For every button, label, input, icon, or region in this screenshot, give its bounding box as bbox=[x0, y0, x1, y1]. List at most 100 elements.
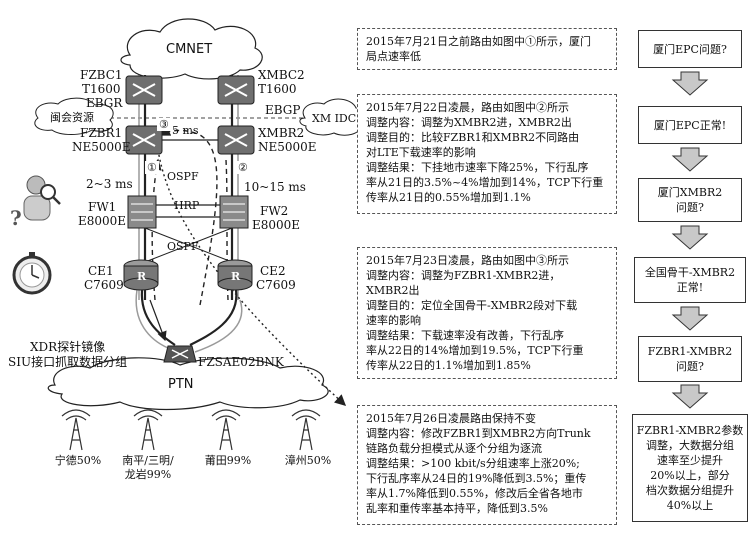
note-line: 调整内容：调整为XMBR2进，XMBR2出 bbox=[366, 116, 572, 129]
flow-step-6: FZBR1-XMBR2参数 调整，大数据分组 速率至少提升 20%以上，部分 档… bbox=[632, 414, 748, 522]
note-july23: 2015年7月23日凌晨，路由如图中③所示 调整内容：调整为FZBR1-XMBR… bbox=[357, 247, 617, 379]
note-line: 局点速率低 bbox=[366, 50, 421, 63]
tower-zhangzhou bbox=[291, 409, 321, 451]
flow-text: 正常! bbox=[676, 281, 704, 294]
ce2-label: CE2 bbox=[260, 264, 286, 278]
resource-cloud bbox=[34, 97, 114, 135]
circle2-marker: ② bbox=[236, 161, 250, 174]
device-xmbc2 bbox=[217, 75, 255, 105]
note-line: 2015年7月21日之前路由如图中①所示，厦门 bbox=[366, 35, 591, 48]
ospf-bottom-label: OSPF bbox=[167, 240, 199, 253]
device-ce1 bbox=[123, 259, 159, 291]
latency-top-label: 5 ms bbox=[172, 124, 199, 137]
ce-to-sae-arrow bbox=[149, 299, 167, 342]
note-line: 传率从21日的0.55%增加到1.1% bbox=[366, 191, 531, 204]
fzsae-label: FZSAE02BNK bbox=[198, 355, 284, 369]
flow-step-3: 厦门XMBR2 问题? bbox=[638, 178, 742, 222]
flow-step-5: FZBR1-XMBR2 问题? bbox=[638, 336, 742, 382]
note-line: 调整目的：比较FZBR1和XMBR2不同路由 bbox=[366, 131, 580, 144]
fzbc1-label: FZBC1 bbox=[80, 68, 123, 82]
flow-text: 调整，大数据分组 bbox=[646, 439, 734, 452]
cmnet-cloud bbox=[120, 18, 263, 80]
xmbr2-label: XMBR2 bbox=[258, 126, 305, 140]
xmbc2-label: XMBC2 bbox=[258, 68, 305, 82]
note-line: 链路负载分担模式从逐个分组为逐流 bbox=[366, 442, 542, 455]
flow-text: 问题? bbox=[676, 201, 704, 214]
ce2-model: C7609 bbox=[256, 278, 296, 292]
latency-right-label: 10~15 ms bbox=[244, 180, 306, 194]
note-line: 率从22日的14%增加到19.5%，TCP下行重 bbox=[366, 344, 584, 357]
flow-text: 速率至少提升 bbox=[657, 454, 723, 467]
device-fzsae02bnk bbox=[163, 345, 197, 363]
flow-step-4: 全国骨干-XMBR2 正常! bbox=[634, 257, 746, 303]
device-fw2 bbox=[219, 195, 249, 229]
cmnet-label: CMNET bbox=[166, 42, 213, 57]
note-line: 速率的影响 bbox=[366, 314, 421, 327]
xdr-line1: XDR探针镜像 bbox=[30, 340, 106, 354]
site-putian: 莆田99% bbox=[204, 454, 252, 467]
note-line: 调整内容：调整为FZBR1-XMBR2进， bbox=[366, 269, 561, 282]
flow-text: FZBR1-XMBR2参数 bbox=[636, 424, 744, 437]
svg-text:?: ? bbox=[10, 206, 22, 230]
note-line: 率从1.7%降低到0.55%，修改后全省各地市 bbox=[366, 487, 583, 500]
note-line: 对LTE下载速率的影响 bbox=[366, 146, 476, 159]
device-fw1 bbox=[127, 195, 157, 229]
device-ce2 bbox=[217, 259, 253, 291]
note-line: XMBR2出 bbox=[366, 284, 420, 297]
stopwatch-icon bbox=[12, 252, 52, 295]
flow-text: 厦门XMBR2 bbox=[657, 186, 723, 199]
note-line: 乱率和重传率基本持平，降低到3.5% bbox=[366, 502, 548, 515]
site-ningde: 宁德50% bbox=[54, 454, 102, 467]
flow-text: 20%以上，部分 bbox=[650, 469, 730, 482]
note-july26: 2015年7月26日凌晨路由保持不变 调整内容：修改FZBR1到XMBR2方向T… bbox=[357, 405, 617, 525]
fzbc1-model: T1600 bbox=[82, 82, 121, 96]
note-line: 调整结果：下挂地市速率下降25%，下行乱序 bbox=[366, 161, 589, 174]
note-line: 调整结果：>100 kbit/s分组速率上涨20%; bbox=[366, 457, 580, 470]
tower-ningde bbox=[61, 409, 91, 451]
device-fzbr1 bbox=[125, 125, 163, 155]
fw1-model: E8000E bbox=[78, 214, 127, 228]
flow-text: 档次数据分组提升 bbox=[646, 484, 734, 497]
device-xmbr2 bbox=[217, 125, 255, 155]
flow-text: 厦门EPC问题? bbox=[653, 42, 727, 56]
note-july22: 2015年7月22日凌晨，路由如图中②所示 调整内容：调整为XMBR2进，XMB… bbox=[357, 94, 617, 214]
fw2-label: FW2 bbox=[260, 204, 289, 218]
xmbc2-model: T1600 bbox=[258, 82, 297, 96]
ptn-cloud bbox=[47, 357, 329, 411]
ptn-label: PTN bbox=[168, 377, 194, 392]
resource-label: 闽会资源 bbox=[50, 111, 94, 124]
flow-arrows bbox=[671, 71, 709, 409]
device-fzbc1 bbox=[125, 75, 163, 105]
note-line: 率从21日的3.5%~4%增加到14%，TCP下行重 bbox=[366, 176, 604, 189]
ebgr-label: EBGR bbox=[86, 96, 123, 110]
hrp-label: HRP bbox=[174, 199, 200, 212]
flow-step-2: 厦门EPC正常! bbox=[638, 106, 742, 144]
latency-left-label: 2~3 ms bbox=[86, 177, 133, 191]
flow-text: 全国骨干-XMBR2 bbox=[644, 266, 736, 279]
investigator-icon: ? bbox=[10, 175, 61, 230]
flow-text: 问题? bbox=[676, 360, 704, 373]
fw2-model: E8000E bbox=[252, 218, 301, 232]
note-line: 调整内容：修改FZBR1到XMBR2方向Trunk bbox=[366, 427, 591, 440]
circle1-marker: ① bbox=[145, 161, 159, 174]
flow-step-1: 厦门EPC问题? bbox=[638, 30, 742, 68]
flow-text: 40%以上 bbox=[666, 499, 714, 512]
flow-text: 厦门EPC正常! bbox=[653, 118, 727, 132]
note-line: 2015年7月22日凌晨，路由如图中②所示 bbox=[366, 101, 569, 114]
note-line: 调整目的：定位全国骨干-XMBR2段对下载 bbox=[366, 299, 578, 312]
flow-text: FZBR1-XMBR2 bbox=[647, 345, 733, 358]
site-zhangzhou: 漳州50% bbox=[284, 454, 332, 467]
tower-putian bbox=[211, 409, 241, 451]
router-r2-glyph: R bbox=[231, 270, 241, 283]
note-line: 2015年7月23日凌晨，路由如图中③所示 bbox=[366, 254, 569, 267]
fzbr1-label: FZBR1 bbox=[80, 126, 123, 140]
xdr-line2: SIU接口抓取数据分组 bbox=[8, 355, 128, 369]
fw1-label: FW1 bbox=[88, 200, 117, 214]
fzbr1-model: NE5000E bbox=[72, 140, 131, 154]
site-nanping-text: 南平/三明/ 龙岩99% bbox=[122, 454, 174, 481]
site-nanping: 南平/三明/ 龙岩99% bbox=[118, 454, 178, 482]
router-r1-glyph: R bbox=[137, 270, 147, 283]
ebgp-label: EBGP bbox=[265, 103, 301, 117]
note-line: 传率从22日的1.1%增加到1.85% bbox=[366, 359, 531, 372]
